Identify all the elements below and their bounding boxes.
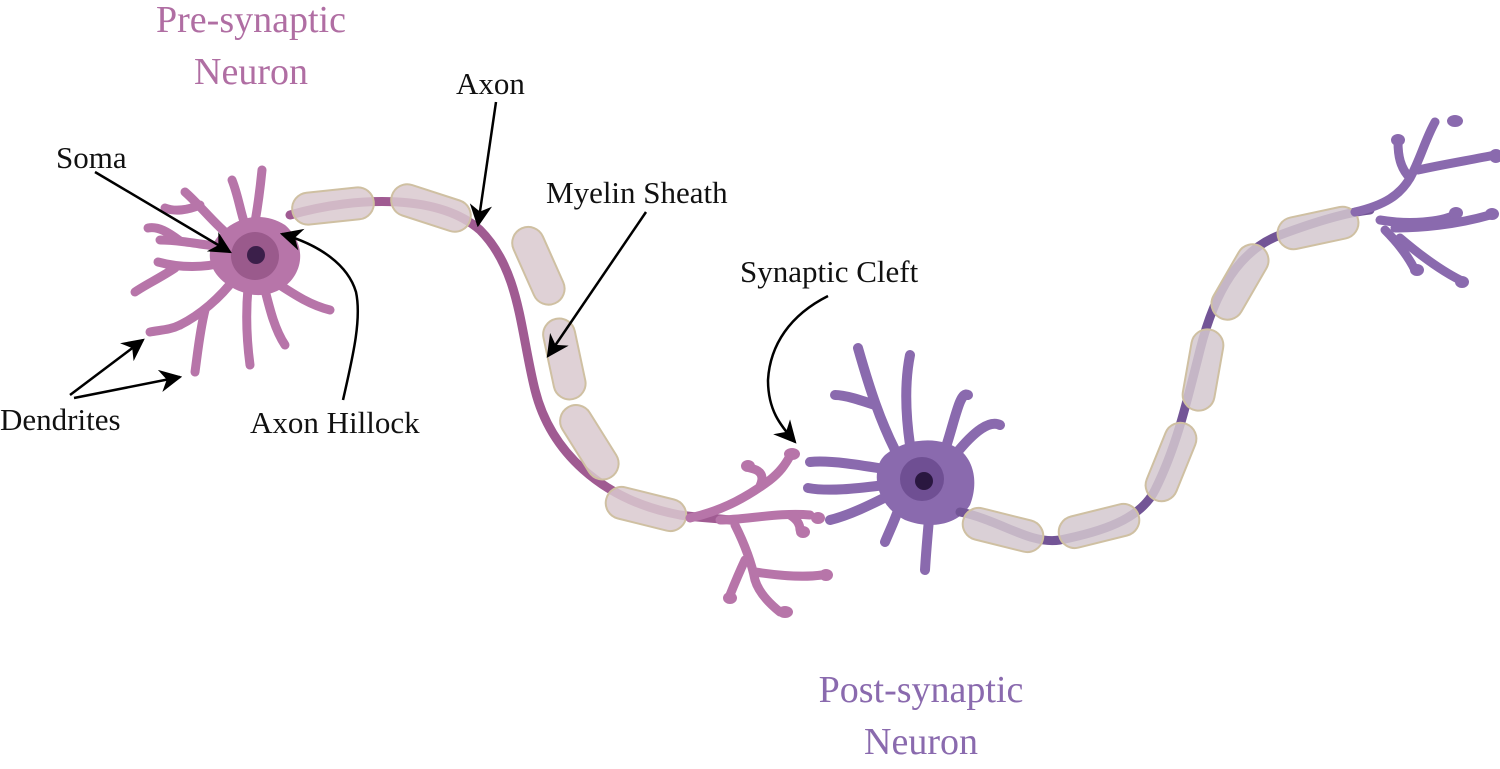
post-synaptic-title: Post-synaptic Neuron [788, 664, 1054, 769]
pre-synaptic-title: Pre-synaptic Neuron [128, 0, 374, 99]
pre-axon [285, 197, 735, 525]
axon-label: Axon [456, 66, 525, 101]
axon-hillock-label: Axon Hillock [250, 405, 420, 440]
neuron-diagram [69, 101, 1500, 618]
pre-terminal-bulbs [723, 448, 833, 618]
pre-title-line2: Neuron [194, 51, 308, 94]
post-myelin-segments [961, 205, 1360, 554]
soma-arrow [94, 170, 232, 254]
pre-myelin-segments [291, 183, 688, 533]
post-axon-terminal [1350, 117, 1500, 285]
pre-title-line1: Pre-synaptic [156, 0, 346, 41]
dendrite-arrow-1 [69, 338, 145, 396]
post-title-line1: Post-synaptic [818, 669, 1024, 711]
pre-nucleus [247, 246, 265, 264]
axon-arrow [469, 101, 498, 228]
synaptic-cleft-arrow [766, 294, 829, 444]
myelin-sheath-label: Myelin Sheath [546, 175, 728, 210]
synaptic-cleft-label: Synaptic Cleft [740, 254, 919, 289]
dendrites-label: Dendrites [0, 402, 121, 437]
post-nucleus [915, 472, 933, 490]
soma-label: Soma [56, 140, 127, 175]
post-terminal-bulbs [1391, 115, 1500, 288]
annotation-arrows [69, 101, 829, 444]
axon-hillock-arrow [279, 228, 360, 401]
post-title-line2: Neuron [864, 721, 978, 764]
myelin-arrow [546, 211, 648, 358]
dendrite-arrow-2 [73, 369, 183, 400]
pre-synaptic-neuron [130, 165, 335, 377]
post-synaptic-neuron [803, 343, 1005, 575]
